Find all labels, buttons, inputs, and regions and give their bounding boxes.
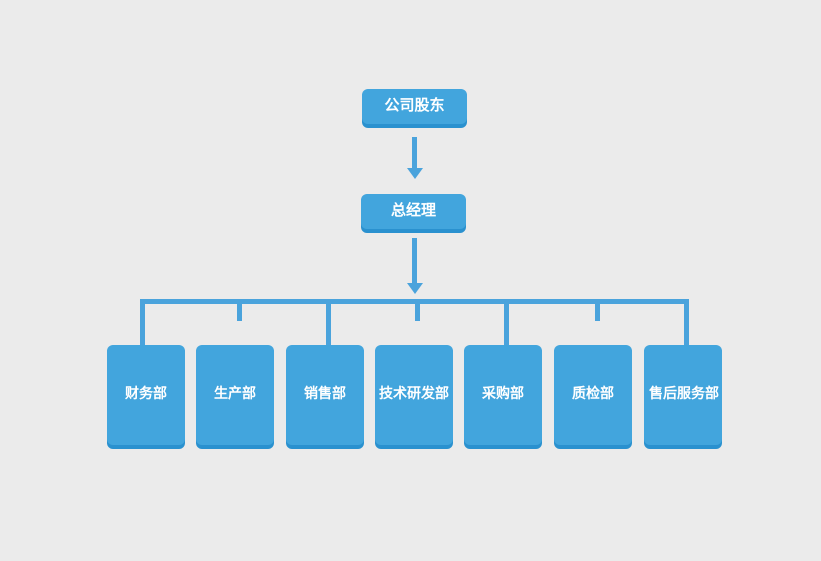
node-department-rnd[interactable]: 技术研发部 (375, 345, 453, 445)
node-department-procurement[interactable]: 采购部 (464, 345, 542, 445)
node-department-rnd-label: 技术研发部 (379, 385, 449, 401)
node-department-production[interactable]: 生产部 (196, 345, 274, 445)
node-department-finance-label: 财务部 (125, 385, 167, 401)
node-shareholders-label: 公司股东 (384, 97, 445, 115)
connector-gm-to-bus-arrowhead (407, 283, 423, 294)
connector-gm-to-bus-stem (412, 238, 417, 285)
connector-shareholders-to-gm-stem (412, 137, 417, 170)
connector-drop-rnd (415, 299, 420, 321)
connector-drop-production (237, 299, 242, 321)
connector-drop-quality (595, 299, 600, 321)
connector-drop-sales (326, 299, 331, 346)
node-department-finance[interactable]: 财务部 (107, 345, 185, 445)
node-department-sales[interactable]: 销售部 (286, 345, 364, 445)
connector-department-bus (140, 299, 689, 304)
node-department-quality[interactable]: 质检部 (554, 345, 632, 445)
node-department-aftersales-label: 售后服务部 (649, 385, 719, 401)
node-department-procurement-label: 采购部 (482, 385, 524, 401)
connector-shareholders-to-gm-arrowhead (407, 168, 423, 179)
node-department-quality-label: 质检部 (572, 385, 614, 401)
connector-drop-aftersales (684, 299, 689, 346)
connector-drop-procurement (504, 299, 509, 346)
node-general-manager-label: 总经理 (390, 202, 436, 220)
connector-drop-finance (140, 299, 145, 346)
node-department-production-label: 生产部 (214, 385, 256, 401)
node-shareholders[interactable]: 公司股东 (362, 89, 467, 124)
node-general-manager[interactable]: 总经理 (361, 194, 466, 229)
node-department-sales-label: 销售部 (304, 385, 346, 401)
node-department-aftersales[interactable]: 售后服务部 (644, 345, 722, 445)
